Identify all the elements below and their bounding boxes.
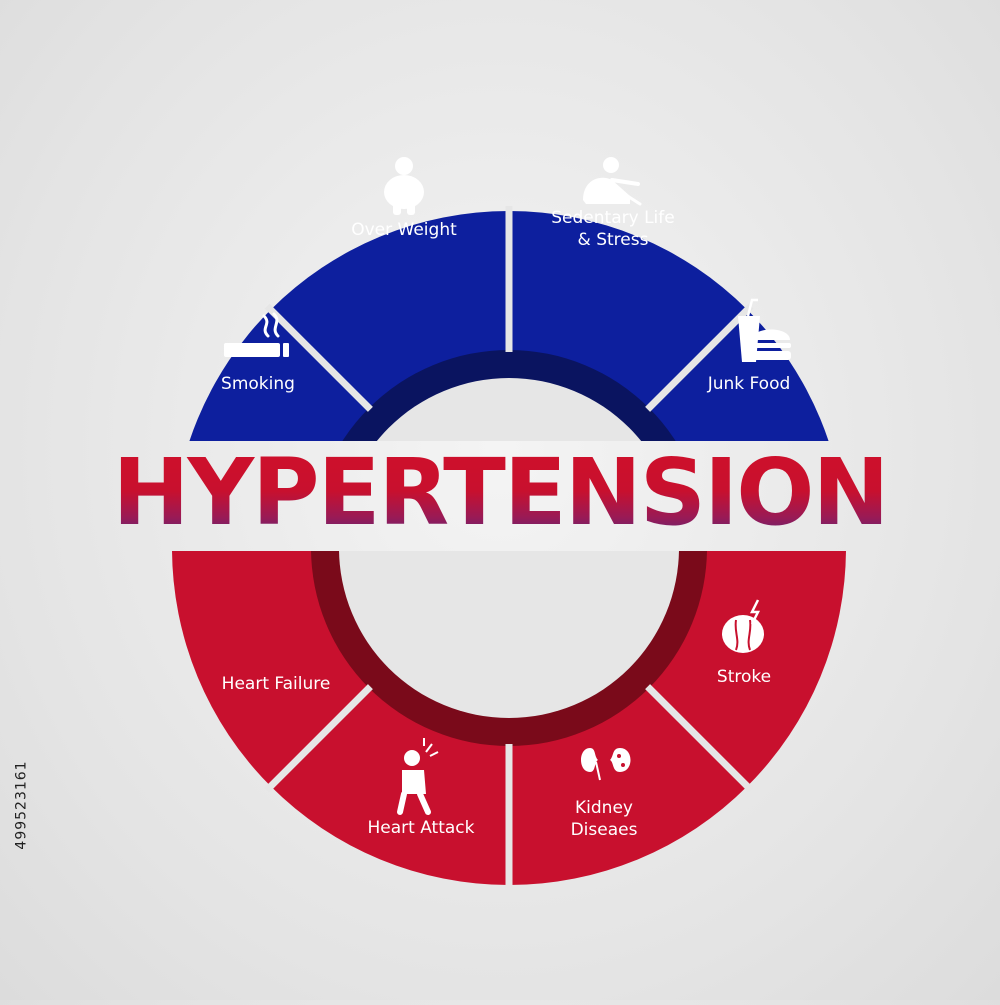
junk-food-icon xyxy=(738,298,791,362)
segment-divider xyxy=(645,303,754,412)
segment-divider xyxy=(264,303,373,412)
segment-divider xyxy=(645,684,754,793)
heart-attack-person-icon xyxy=(397,738,439,815)
sedentary-person-icon xyxy=(583,157,642,206)
kidney-icon xyxy=(581,748,631,781)
effects-half xyxy=(172,551,846,890)
effect-label-heart-failure: Heart Failure xyxy=(221,674,331,694)
main-title: HYPERTENSION xyxy=(0,438,1000,548)
cause-label-smoking: Smoking xyxy=(221,374,295,394)
effect-label-kidney-diseaes: Kidney Diseaes xyxy=(570,798,638,840)
causes-half xyxy=(189,206,829,441)
cause-label-junk-food: Junk Food xyxy=(707,374,791,394)
causes-half-center xyxy=(376,378,642,441)
effects-half-center xyxy=(339,551,679,718)
stock-id: 499523161 xyxy=(14,760,31,850)
segment-divider xyxy=(264,684,373,793)
effect-label-heart-attack: Heart Attack xyxy=(367,818,475,838)
cause-label-over-weight: Over Weight xyxy=(351,220,457,240)
overweight-person-icon xyxy=(384,157,424,215)
effect-label-stroke: Stroke xyxy=(716,667,772,687)
brain-stroke-icon xyxy=(722,599,764,653)
cause-label-sedentary-life-stress: Sedentary Life & Stress xyxy=(551,208,675,250)
cigarette-icon xyxy=(224,312,289,357)
